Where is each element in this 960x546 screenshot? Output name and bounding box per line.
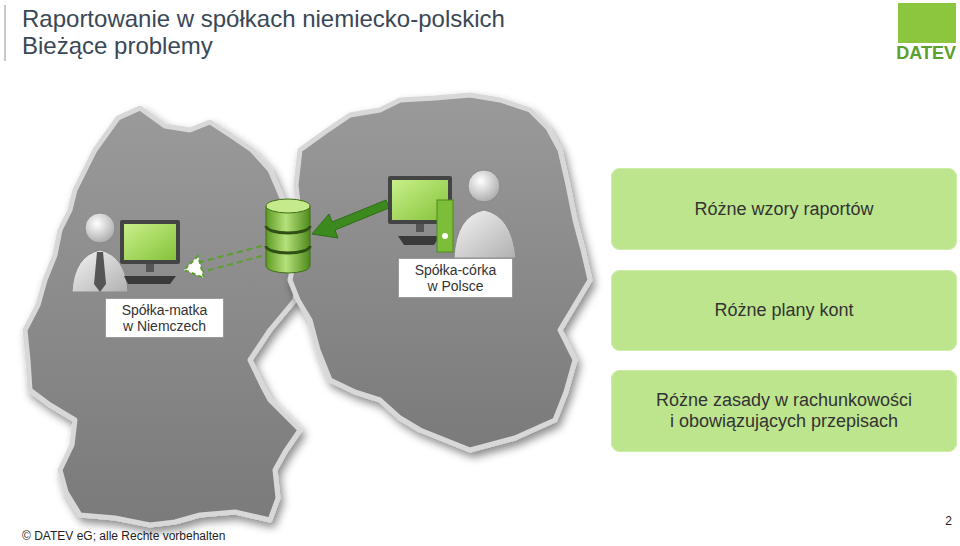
binder (437, 200, 453, 252)
keyboard (398, 236, 440, 245)
binder-icon (437, 200, 453, 252)
text-holder: Spółka-córka w Polsce (413, 262, 498, 294)
person-icon (454, 170, 516, 258)
binder-ring (442, 233, 448, 239)
database-top (266, 199, 310, 213)
text-holder: Różne zasady w rachunkowości i obowiązuj… (655, 390, 914, 431)
dashed-line (202, 256, 262, 272)
logo-text: DATEV (896, 44, 956, 64)
text-holder: Różne wzory raportów (693, 199, 875, 220)
copyright-note: © DATEV eG; alle Rechte vorbehalten (22, 530, 225, 543)
company-label: Spółka-córka w Polsce (398, 258, 513, 298)
problem-text: Różne wzory raportów (693, 199, 875, 220)
monitor-stand (416, 224, 424, 232)
monitor-frame (120, 220, 180, 264)
text-holder: Spółka-matka w Niemczech (120, 302, 209, 334)
person-body (72, 250, 128, 292)
problem-box: Różne plany kont (611, 270, 957, 351)
keyboard (124, 276, 176, 284)
company-label: Spółka-matka w Niemczech (105, 298, 224, 338)
database-icon (266, 199, 310, 273)
monitor-icon (120, 220, 180, 284)
slide-title: Raportowanie w spółkach niemiecko-polski… (22, 6, 582, 60)
logo-square (898, 3, 956, 43)
company-name: Spółka-córka w Polsce (413, 262, 498, 294)
solid-arrow (312, 200, 389, 238)
person-head (85, 213, 115, 243)
problem-text: Różne zasady w rachunkowości i obowiązuj… (655, 390, 914, 431)
germany-map (25, 108, 300, 525)
person-body (454, 210, 516, 258)
title-rule (4, 5, 6, 61)
problem-text: Różne plany kont (713, 300, 855, 321)
page-number: 2 (945, 515, 952, 528)
company-name: Spółka-matka w Niemczech (120, 302, 209, 334)
dashed-arrow (184, 246, 262, 278)
person-icon (72, 213, 128, 292)
arrow-head (184, 256, 204, 278)
dashed-line (200, 246, 262, 262)
database-band (266, 226, 310, 233)
problem-box: Różne wzory raportów (611, 168, 957, 250)
database-band (266, 246, 310, 253)
person-head (468, 170, 500, 202)
problem-box: Różne zasady w rachunkowości i obowiązuj… (611, 370, 957, 452)
monitor-screen (124, 224, 176, 260)
poland-map (290, 95, 590, 450)
database-body (266, 206, 310, 273)
arrow-shape (312, 200, 389, 238)
monitor-stand (146, 264, 154, 272)
text-holder: Różne plany kont (713, 300, 855, 321)
person-tie (94, 252, 106, 292)
